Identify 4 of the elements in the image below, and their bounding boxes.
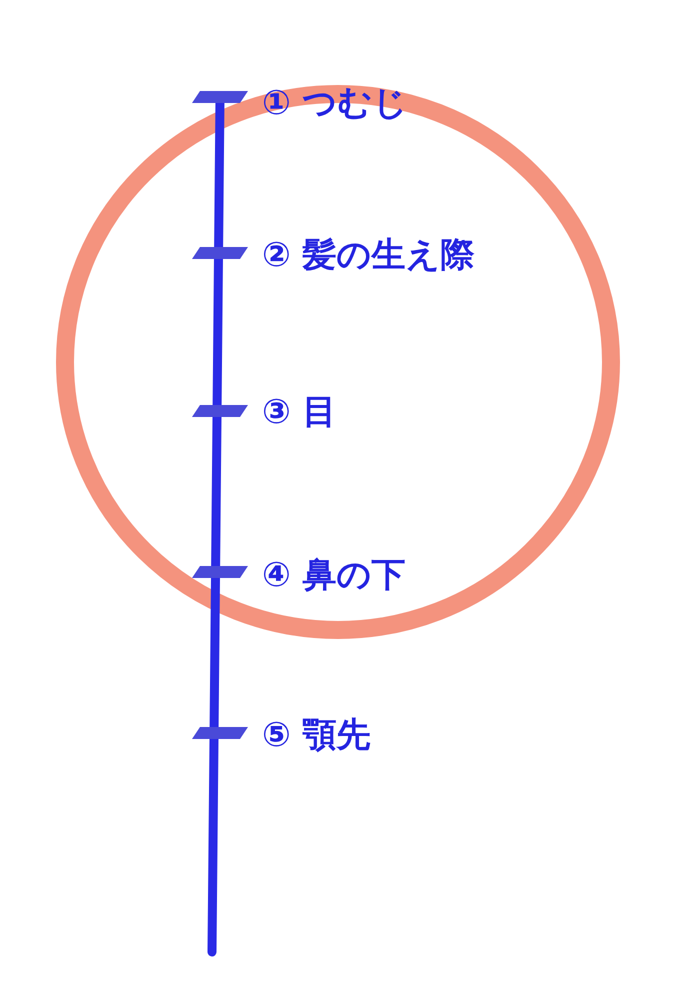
landmark-label: ④ 鼻の下 bbox=[262, 555, 406, 595]
landmark-label: ③ 目 bbox=[262, 392, 337, 432]
landmark-label: ⑤ 顎先 bbox=[262, 715, 371, 755]
landmark-label: ② 髪の生え際 bbox=[262, 235, 475, 275]
